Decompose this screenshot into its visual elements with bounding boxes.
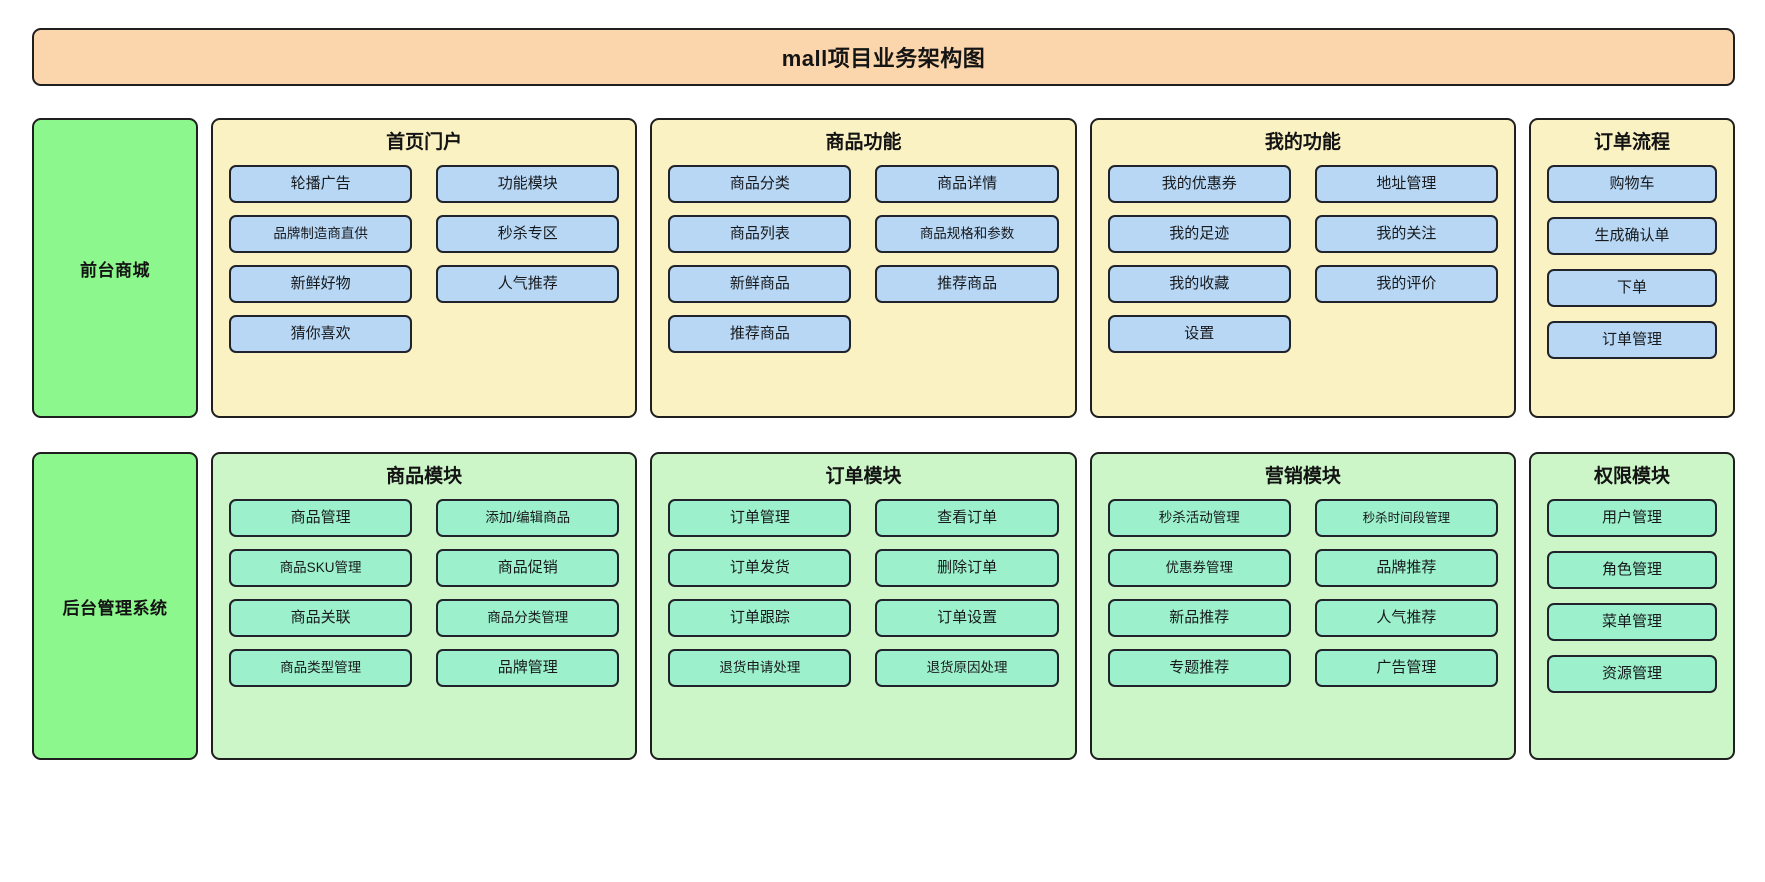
leaf-item[interactable]: 品牌制造商直供 (229, 214, 413, 253)
leaf-item[interactable]: 退货申请处理 (668, 648, 852, 687)
leaf-item[interactable]: 用户管理 (1546, 498, 1717, 537)
group-product-module: 商品模块 商品管理 添加/编辑商品 商品SKU管理 商品促销 商品关联 商品分类… (211, 452, 638, 760)
group-marketing-module: 营销模块 秒杀活动管理 秒杀时间段管理 优惠券管理 品牌推荐 新品推荐 人气推荐… (1089, 452, 1516, 760)
group-permission-module: 权限模块 用户管理 角色管理 菜单管理 资源管理 (1528, 452, 1735, 760)
group-items: 订单管理 查看订单 订单发货 删除订单 订单跟踪 订单设置 退货申请处理 退货原… (668, 498, 1059, 687)
leaf-item[interactable]: 我的优惠券 (1107, 164, 1291, 203)
leaf-item[interactable]: 推荐商品 (668, 314, 852, 353)
group-items: 我的优惠券 地址管理 我的足迹 我的关注 我的收藏 我的评价 设置 (1107, 164, 1498, 353)
leaf-item[interactable]: 商品管理 (229, 498, 413, 537)
leaf-item[interactable]: 订单管理 (668, 498, 852, 537)
leaf-item[interactable]: 删除订单 (875, 548, 1059, 587)
group-items: 商品分类 商品详情 商品列表 商品规格和参数 新鲜商品 推荐商品 推荐商品 (668, 164, 1059, 353)
leaf-item[interactable]: 添加/编辑商品 (436, 498, 620, 537)
leaf-item[interactable]: 地址管理 (1314, 164, 1498, 203)
leaf-item[interactable]: 专题推荐 (1107, 648, 1291, 687)
layer-label-admin: 后台管理系统 (32, 452, 198, 760)
leaf-item[interactable]: 商品SKU管理 (229, 548, 413, 587)
leaf-item[interactable]: 生成确认单 (1546, 216, 1717, 255)
leaf-item[interactable]: 我的评价 (1314, 264, 1498, 303)
group-title: 我的功能 (1264, 132, 1341, 153)
leaf-item[interactable]: 人气推荐 (436, 264, 620, 303)
group-homepage-portal: 首页门户 轮播广告 功能模块 品牌制造商直供 秒杀专区 新鲜好物 人气推荐 猜你… (211, 118, 638, 418)
leaf-item[interactable]: 购物车 (1546, 164, 1717, 203)
leaf-item[interactable]: 商品促销 (436, 548, 620, 587)
leaf-item[interactable]: 商品规格和参数 (875, 214, 1059, 253)
leaf-item[interactable]: 我的关注 (1314, 214, 1498, 253)
leaf-item[interactable]: 秒杀专区 (436, 214, 620, 253)
layer-label-text: 后台管理系统 (62, 598, 168, 618)
group-items: 用户管理 角色管理 菜单管理 资源管理 (1546, 498, 1717, 693)
leaf-item[interactable]: 下单 (1546, 268, 1717, 307)
leaf-item[interactable]: 人气推荐 (1314, 598, 1498, 637)
leaf-item[interactable]: 秒杀时间段管理 (1314, 498, 1498, 537)
group-title: 商品功能 (825, 132, 902, 153)
group-title: 首页门户 (386, 132, 463, 153)
leaf-item[interactable]: 订单管理 (1546, 320, 1717, 359)
layer-label-frontend: 前台商城 (32, 118, 198, 418)
leaf-item[interactable]: 猜你喜欢 (229, 314, 413, 353)
leaf-item[interactable]: 商品类型管理 (229, 648, 413, 687)
leaf-item[interactable]: 商品分类管理 (436, 598, 620, 637)
leaf-item[interactable]: 新鲜商品 (668, 264, 852, 303)
leaf-item[interactable]: 菜单管理 (1546, 602, 1717, 641)
leaf-item[interactable]: 品牌推荐 (1314, 548, 1498, 587)
leaf-item[interactable]: 优惠券管理 (1107, 548, 1291, 587)
leaf-item[interactable]: 商品详情 (875, 164, 1059, 203)
group-order-module: 订单模块 订单管理 查看订单 订单发货 删除订单 订单跟踪 订单设置 退货申请处… (650, 452, 1077, 760)
leaf-item[interactable]: 我的收藏 (1107, 264, 1291, 303)
group-product-features: 商品功能 商品分类 商品详情 商品列表 商品规格和参数 新鲜商品 推荐商品 推荐… (650, 118, 1077, 418)
leaf-item[interactable]: 角色管理 (1546, 550, 1717, 589)
layer-label-text: 前台商城 (80, 260, 150, 280)
page-title: mall项目业务架构图 (781, 46, 986, 71)
leaf-item[interactable]: 秒杀活动管理 (1107, 498, 1291, 537)
leaf-item[interactable]: 广告管理 (1314, 648, 1498, 687)
leaf-item[interactable]: 品牌管理 (436, 648, 620, 687)
leaf-item[interactable]: 订单跟踪 (668, 598, 852, 637)
leaf-item[interactable]: 推荐商品 (875, 264, 1059, 303)
group-title: 订单流程 (1593, 132, 1670, 153)
group-items: 购物车 生成确认单 下单 订单管理 (1546, 164, 1717, 359)
leaf-item[interactable]: 退货原因处理 (875, 648, 1059, 687)
group-order-flow: 订单流程 购物车 生成确认单 下单 订单管理 (1528, 118, 1735, 418)
leaf-item[interactable]: 订单设置 (875, 598, 1059, 637)
leaf-item[interactable]: 轮播广告 (229, 164, 413, 203)
layer-row-admin: 后台管理系统 商品模块 商品管理 添加/编辑商品 商品SKU管理 商品促销 商品… (32, 452, 1735, 760)
leaf-item[interactable]: 功能模块 (436, 164, 620, 203)
group-title: 权限模块 (1593, 466, 1670, 487)
leaf-item[interactable]: 新品推荐 (1107, 598, 1291, 637)
group-items: 秒杀活动管理 秒杀时间段管理 优惠券管理 品牌推荐 新品推荐 人气推荐 专题推荐… (1107, 498, 1498, 687)
leaf-item[interactable]: 设置 (1107, 314, 1291, 353)
leaf-item[interactable]: 我的足迹 (1107, 214, 1291, 253)
group-title: 商品模块 (386, 466, 463, 487)
leaf-item[interactable]: 商品列表 (668, 214, 852, 253)
leaf-item[interactable]: 资源管理 (1546, 654, 1717, 693)
layer-row-frontend: 前台商城 首页门户 轮播广告 功能模块 品牌制造商直供 秒杀专区 新鲜好物 人气… (32, 118, 1735, 418)
group-title: 营销模块 (1264, 466, 1341, 487)
leaf-item[interactable]: 查看订单 (875, 498, 1059, 537)
leaf-item[interactable]: 商品关联 (229, 598, 413, 637)
leaf-item[interactable]: 订单发货 (668, 548, 852, 587)
leaf-item[interactable]: 新鲜好物 (229, 264, 413, 303)
group-my-features: 我的功能 我的优惠券 地址管理 我的足迹 我的关注 我的收藏 我的评价 设置 (1089, 118, 1516, 418)
group-title: 订单模块 (825, 466, 902, 487)
diagram-title-banner: mall项目业务架构图 (32, 28, 1735, 86)
leaf-item[interactable]: 商品分类 (668, 164, 852, 203)
group-items: 轮播广告 功能模块 品牌制造商直供 秒杀专区 新鲜好物 人气推荐 猜你喜欢 (229, 164, 620, 353)
group-items: 商品管理 添加/编辑商品 商品SKU管理 商品促销 商品关联 商品分类管理 商品… (229, 498, 620, 687)
